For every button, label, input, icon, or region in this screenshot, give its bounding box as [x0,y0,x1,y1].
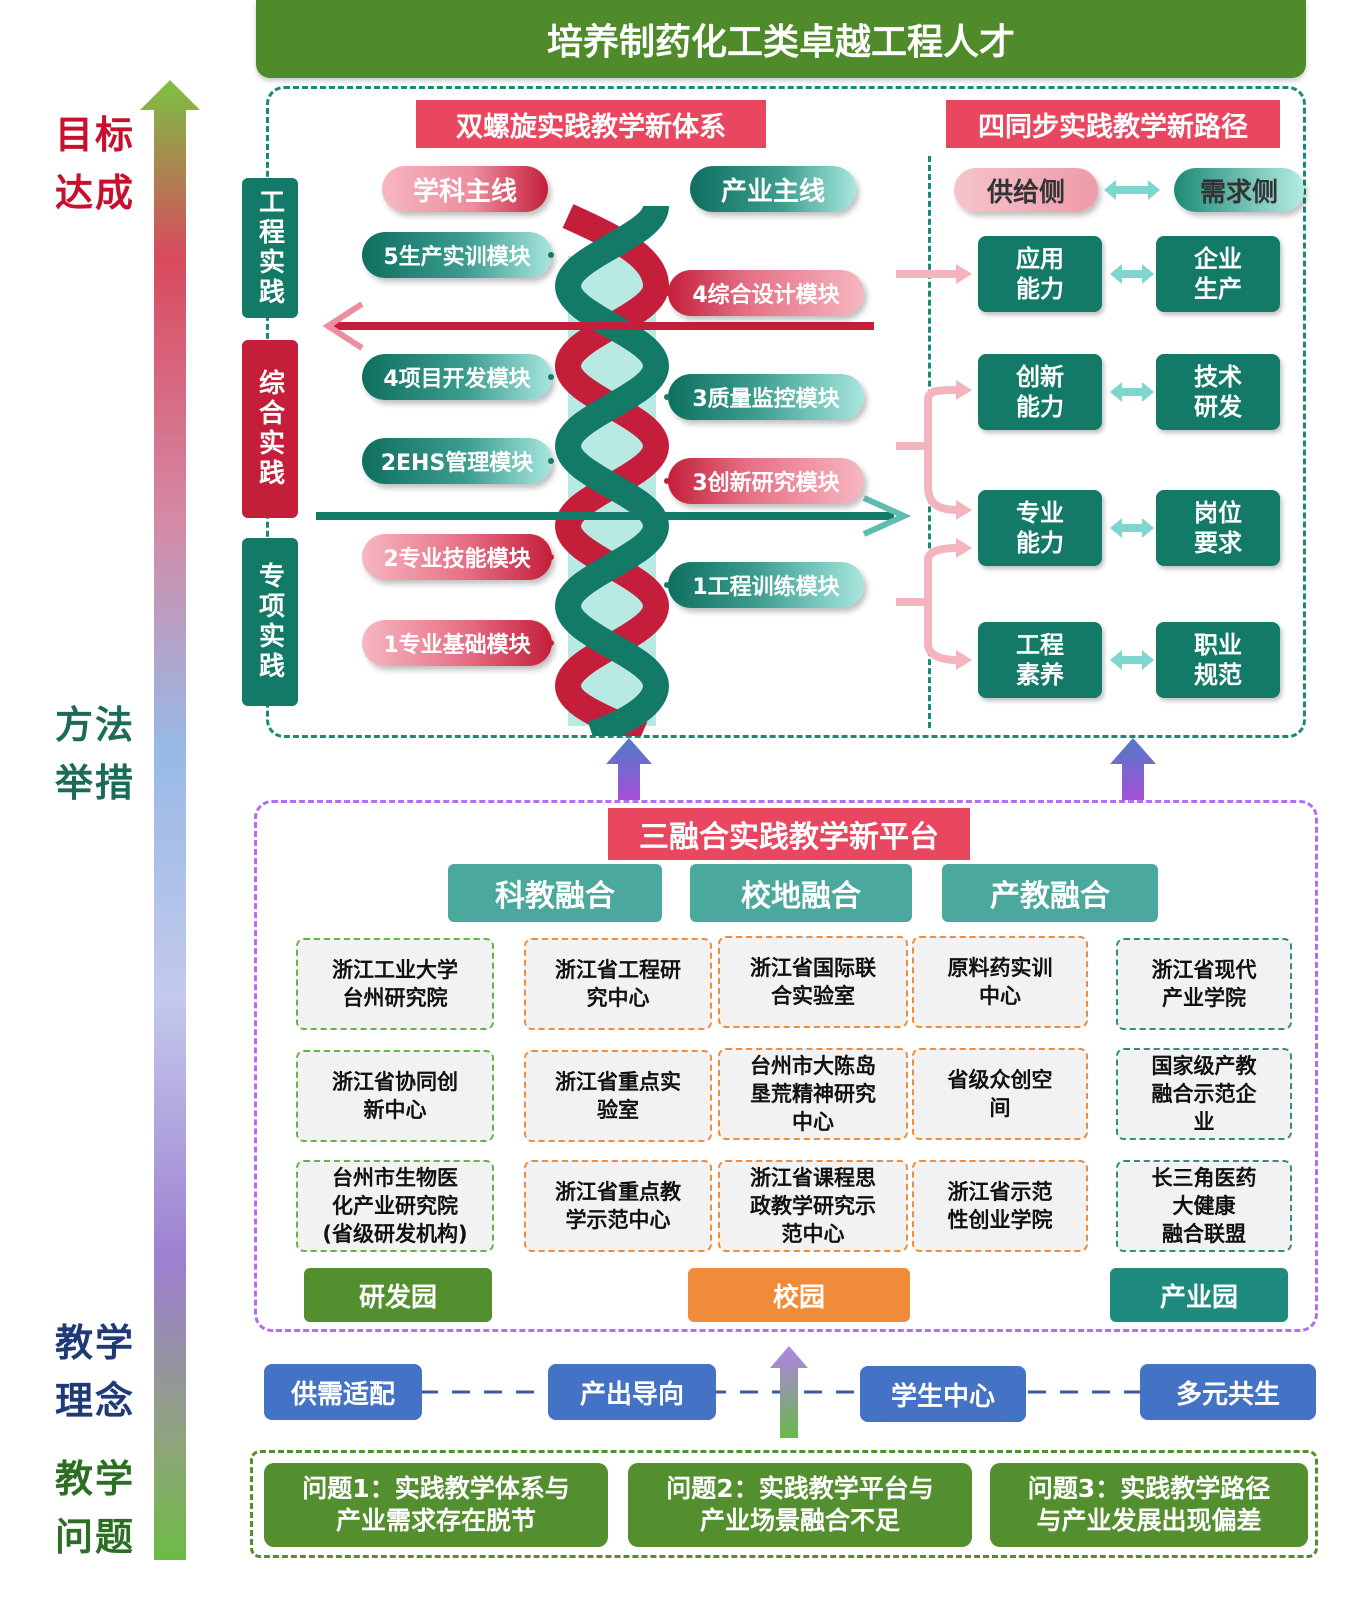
connector-dot [548,374,554,380]
concept-diverse-symbiosis: 多元共生 [1140,1364,1316,1420]
concept-student-centered: 学生中心 [860,1366,1026,1422]
supply-ability-1: 应用 能力 [978,236,1102,312]
double-helix [554,203,670,736]
demand-ability-1: 企业 生产 [1156,236,1280,312]
discipline-line-label: 学科主线 [382,166,548,212]
supply-ability-4: 工程 素养 [978,622,1102,698]
up-arrow-concept [770,1346,808,1438]
connector-dot [548,640,554,646]
park-campus: 校园 [688,1268,910,1322]
fusion-science-education: 科教融合 [448,864,662,922]
module-right-3: 3创新研究模块 [668,458,864,504]
fusion-school-locality: 校地融合 [690,864,912,922]
connector-dot [664,394,670,400]
module-left-4: 2专业技能模块 [362,534,552,580]
institution-item: 原料药实训 中心 [912,936,1088,1028]
up-arrow-right [1110,738,1156,800]
institution-item: 长三角医药 大健康 融合联盟 [1116,1160,1292,1252]
demand-ability-2: 技术 研发 [1156,354,1280,430]
institution-item: 浙江工业大学 台州研究院 [296,938,494,1030]
right-teal-arrow [316,495,912,537]
institution-item: 台州市大陈岛 垦荒精神研究 中心 [718,1048,908,1140]
side-label-concept: 教学 理念 [54,1321,135,1423]
connector-dot [548,252,554,258]
fusion-industry-education: 产教融合 [942,864,1158,922]
platform-section-frame [254,800,1318,1332]
connector-dot [664,478,670,484]
problems-frame [250,1450,1318,1558]
industry-line-label: 产业主线 [690,166,856,212]
institution-item: 浙江省重点实 验室 [524,1050,712,1142]
institution-item: 省级众创空 间 [912,1048,1088,1140]
supply-ability-3: 专业 能力 [978,490,1102,566]
sync-path-header: 四同步实践教学新路径 [946,100,1280,148]
side-label-goal: 目标 达成 [54,113,135,215]
side-label-problem: 教学 问题 [54,1457,135,1559]
supply-side-label: 供给侧 [954,168,1098,212]
side-label-method: 方法 举措 [54,703,135,805]
module-left-1: 5生产实训模块 [362,232,552,278]
left-pink-arrow [322,301,874,351]
module-right-2: 3质量监控模块 [668,374,864,420]
connector-dot [548,458,554,464]
park-research: 研发园 [304,1268,492,1322]
institution-item: 国家级产教 融合示范企 业 [1116,1048,1292,1140]
problem-3: 问题3：实践教学路径 与产业发展出现偏差 [990,1463,1308,1547]
sync-connectors [896,180,1160,670]
connector-dot [664,582,670,588]
institution-item: 浙江省重点教 学示范中心 [524,1160,712,1252]
institution-item: 台州市生物医 化产业研究院 (省级研发机构) [296,1160,494,1252]
institution-item: 浙江省工程研 究中心 [524,938,712,1030]
problem-2: 问题2：实践教学平台与 产业场景融合不足 [628,1463,972,1547]
connector-dot [548,554,554,560]
concept-supply-demand: 供需适配 [264,1364,422,1420]
tab-comprehensive-practice: 综合实践 [242,340,298,518]
module-right-1: 4综合设计模块 [668,270,864,316]
institution-item: 浙江省国际联 合实验室 [718,936,908,1028]
problem-1: 问题1：实践教学体系与 产业需求存在脱节 [264,1463,608,1547]
tab-engineering-practice: 工程实践 [242,178,298,318]
demand-side-label: 需求侧 [1174,168,1304,212]
module-left-5: 1专业基础模块 [362,620,552,666]
module-left-2: 4项目开发模块 [362,354,552,400]
tab-special-practice: 专项实践 [242,538,298,706]
page-title: 培养制药化工类卓越工程人才 [256,0,1306,78]
helix-system-header: 双螺旋实践教学新体系 [416,100,766,148]
institution-item: 浙江省课程思 政教学研究示 范中心 [718,1160,908,1252]
demand-ability-3: 岗位 要求 [1156,490,1280,566]
concept-output-oriented: 产出导向 [548,1364,716,1420]
platform-header: 三融合实践教学新平台 [608,808,970,860]
park-industry: 产业园 [1110,1268,1288,1322]
institution-item: 浙江省示范 性创业学院 [912,1160,1088,1252]
goal-arrow [140,80,200,1560]
institution-item: 浙江省现代 产业学院 [1116,938,1292,1030]
institution-item: 浙江省协同创 新中心 [296,1050,494,1142]
supply-ability-2: 创新 能力 [978,354,1102,430]
module-left-3: 2EHS管理模块 [362,438,552,484]
connector-dot [664,290,670,296]
demand-ability-4: 职业 规范 [1156,622,1280,698]
up-arrow-left [606,738,652,800]
module-right-4: 1工程训练模块 [668,562,864,608]
